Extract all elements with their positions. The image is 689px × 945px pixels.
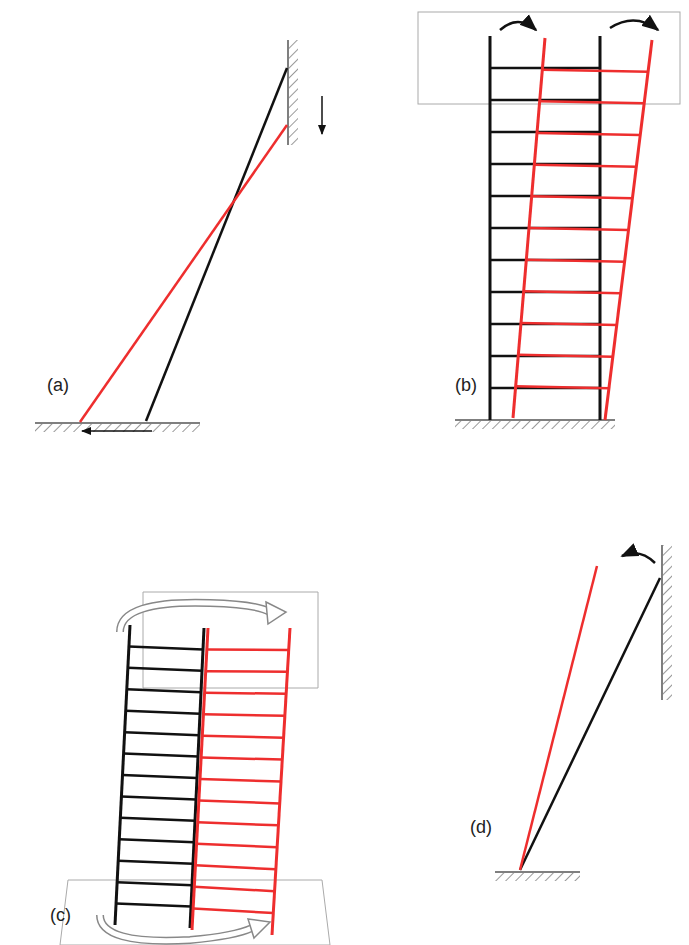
rotation-arrow: [500, 22, 536, 30]
ladder-rung: [121, 796, 196, 799]
ladder-initial: [146, 68, 287, 421]
panel-c: [60, 592, 330, 945]
ladder-initial: [520, 578, 660, 870]
ladder-rung: [126, 711, 200, 714]
ladder-rung: [202, 736, 283, 738]
ladder-rung: [120, 818, 195, 821]
motion-arrow: [82, 430, 152, 432]
ladder-rung: [123, 775, 198, 778]
ladder-rung: [516, 386, 609, 388]
ladder-rung: [529, 228, 629, 230]
ladder-slipped: [80, 125, 287, 422]
ladder-rung: [521, 323, 617, 325]
ladder-rung: [524, 291, 621, 293]
plane: [418, 12, 680, 104]
wall-hatch: [663, 545, 672, 700]
motion-arrow: [321, 96, 323, 134]
panel-label: (b): [455, 376, 477, 394]
ground-hatch: [495, 873, 580, 881]
ladder-rung: [116, 904, 191, 907]
ladder-rung: [129, 646, 203, 649]
rotation-arrow: [610, 20, 658, 30]
ladder-rung: [207, 648, 289, 651]
ground: [495, 871, 580, 873]
wall-hatch: [289, 40, 298, 145]
ladder-rung: [534, 165, 636, 167]
panel-d: [495, 545, 672, 881]
ladder-rung: [201, 757, 282, 759]
rotation-arrow: [622, 553, 655, 563]
ladder-rung: [205, 693, 287, 694]
ladder-rung: [203, 714, 284, 715]
ladder-rung: [532, 196, 633, 198]
ladder: [513, 38, 652, 420]
ladder-rung: [542, 70, 648, 72]
panel-a: [35, 40, 322, 432]
ladder-rung: [124, 754, 198, 757]
panel-label: (d): [470, 818, 492, 836]
ladder-rung: [206, 670, 288, 673]
rotation-arrow: [100, 915, 270, 941]
ground: [35, 422, 200, 424]
ladder-rung: [194, 887, 274, 891]
ladder: [115, 625, 204, 928]
rotation-arrow: [120, 602, 286, 632]
ladder-rung: [198, 822, 279, 825]
ladder-rung: [540, 101, 645, 103]
ground-hatch: [35, 424, 200, 432]
ladder-rung: [118, 861, 193, 864]
panel-b: [418, 12, 680, 429]
ladder-rung: [127, 689, 201, 692]
ladder-rung: [200, 779, 281, 782]
ladder: [192, 628, 290, 935]
ground: [455, 419, 615, 421]
ladder-rung: [117, 882, 192, 885]
ladder-rung: [526, 260, 624, 262]
wall: [287, 40, 289, 145]
ladder-rung: [537, 133, 640, 135]
ladder-rung: [193, 908, 273, 913]
ladder-rung: [197, 844, 278, 848]
panel-label: (c): [50, 906, 71, 924]
ground-hatch: [455, 421, 615, 429]
ladder-rung: [518, 355, 613, 357]
ladder-rung: [125, 732, 199, 735]
ladder-rung: [199, 801, 280, 804]
panel-label: (a): [47, 376, 69, 394]
ladder-rung: [128, 668, 202, 671]
wall: [661, 545, 663, 700]
ladder-rung: [119, 839, 194, 842]
ladder-rung: [195, 865, 275, 869]
ladder-rotated: [520, 566, 597, 870]
